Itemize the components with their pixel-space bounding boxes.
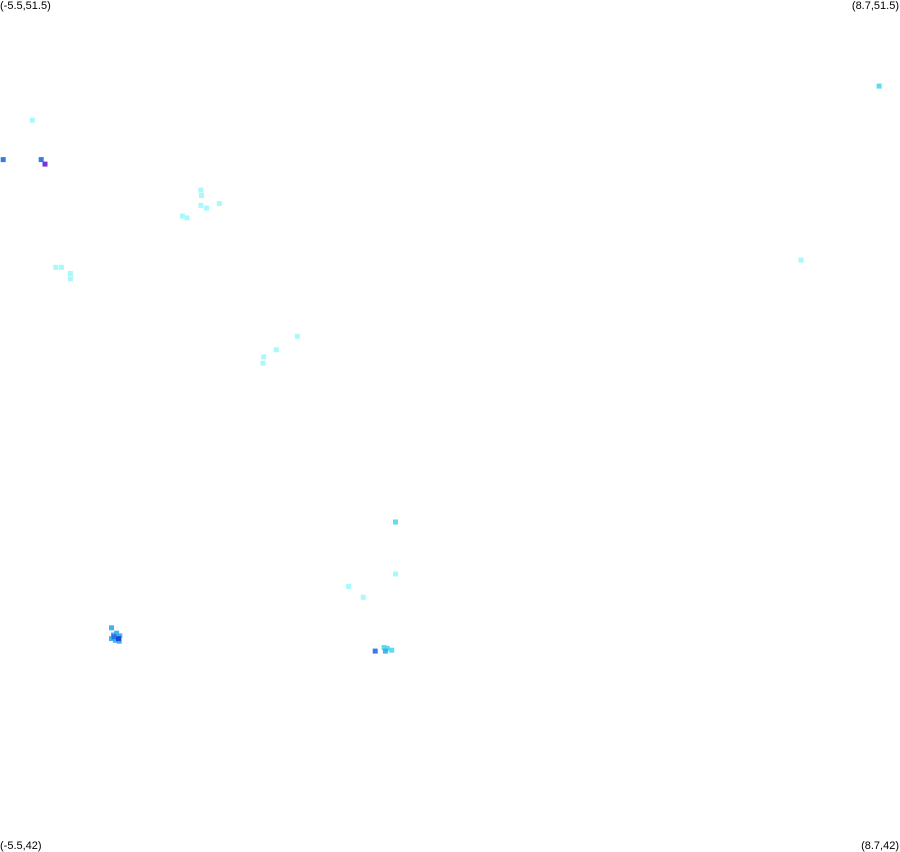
map-point-marker xyxy=(216,201,222,207)
map-point-marker xyxy=(42,161,48,167)
map-point-marker xyxy=(372,648,378,654)
map-point-marker xyxy=(0,157,6,163)
map-point-marker xyxy=(204,205,210,211)
map-point-marker xyxy=(184,215,190,221)
map-point-marker xyxy=(111,634,117,640)
map-point-marker xyxy=(798,257,804,263)
map-point-marker xyxy=(261,354,267,360)
map-point-marker xyxy=(59,264,64,270)
corner-label-bottom-left: (-5.5,42) xyxy=(0,840,42,852)
map-point-marker xyxy=(294,333,300,339)
map-point-marker xyxy=(198,187,204,193)
map-point-marker xyxy=(199,193,204,198)
corner-label-bottom-right: (8.7,42) xyxy=(861,840,899,852)
map-point-marker xyxy=(360,594,366,600)
map-point-marker xyxy=(876,83,882,89)
corner-label-top-left: (-5.5,51.5) xyxy=(0,0,51,12)
map-point-marker xyxy=(116,638,122,644)
map-point-marker xyxy=(346,584,352,589)
map-point-marker xyxy=(117,633,123,639)
map-point-marker xyxy=(393,571,398,577)
map-point-marker xyxy=(180,213,185,219)
map-point-marker xyxy=(109,625,114,631)
map-point-marker xyxy=(382,648,388,654)
corner-label-top-right: (8.7,51.5) xyxy=(851,0,899,12)
map-point-marker xyxy=(260,360,266,366)
map-point-marker xyxy=(38,157,44,163)
map-point-marker xyxy=(67,271,73,276)
map-point-marker xyxy=(116,636,121,642)
map-point-marker xyxy=(112,637,118,643)
map-point-marker xyxy=(67,276,73,282)
map-point-marker xyxy=(384,645,390,651)
map-point-marker xyxy=(114,630,120,636)
map-point-marker xyxy=(29,117,35,123)
map-point-marker xyxy=(389,647,395,653)
map-point-marker xyxy=(53,264,59,270)
map-point-marker xyxy=(198,202,204,208)
map-point-marker xyxy=(273,347,279,353)
map-point-marker xyxy=(393,519,398,525)
map-point-marker xyxy=(109,636,114,642)
map-point-marker xyxy=(381,645,387,650)
